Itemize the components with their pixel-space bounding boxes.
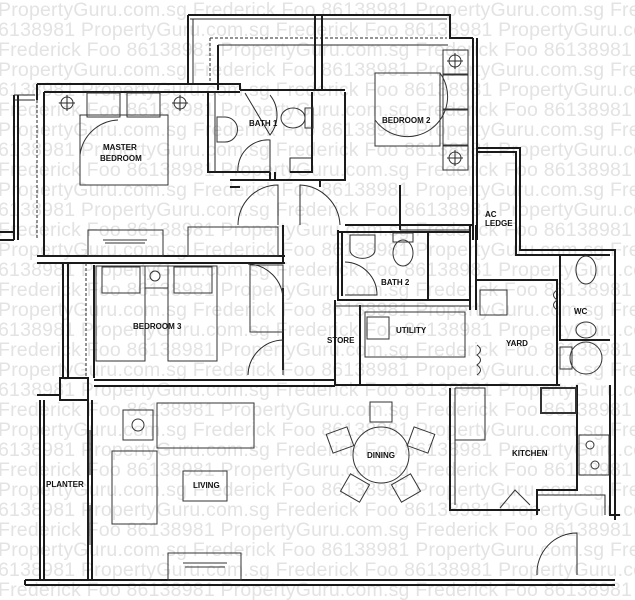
watermark-line: Frederick Foo 86138981 PropertyGuru.com.… [0,39,635,61]
walls [0,14,620,586]
watermark-line: Frederick Foo 86138981 PropertyGuru.com.… [0,579,635,600]
door-bedroom2 [299,184,341,226]
watermark-line: PropertyGuru.com.sg Frederick Foo 861389… [0,0,635,21]
door-bath1 [244,92,278,136]
watermark-line: 6138981 PropertyGuru.com.sg Frederick Fo… [0,499,635,521]
master-bed [79,114,169,186]
label-bedroom3: BEDROOM 3 [133,322,182,331]
door-bath1-inner [237,139,271,174]
label-ac-line2: LEDGE [485,219,513,228]
watermark-line: 6138981 PropertyGuru.com.sg Frederick Fo… [0,559,635,581]
label-utility: UTILITY [396,326,427,335]
watermark-line: PropertyGuru.com.sg Frederick Foo 861389… [0,479,635,501]
watermark-line: PropertyGuru.com.sg Frederick Foo 861389… [0,119,635,141]
watermark-line: Frederick Foo 86138981 PropertyGuru.com.… [0,519,635,541]
label-bedroom2: BEDROOM 2 [382,116,431,125]
label-yard: YARD [506,339,528,348]
watermark-line: Frederick Foo 86138981 PropertyGuru.com.… [0,99,635,121]
watermark-line: PropertyGuru.com.sg Frederick Foo 861389… [0,539,635,561]
watermark-line: Frederick Foo 86138981 PropertyGuru.com.… [0,279,635,301]
watermark-line: PropertyGuru.com.sg Frederick Foo 861389… [0,419,635,441]
watermark-line: PropertyGuru.com.sg Frederick Foo 861389… [0,359,635,381]
watermark-line: 6138981 PropertyGuru.com.sg Frederick Fo… [0,379,635,401]
door-yard-folding [476,344,481,376]
watermark-line: 6138981 PropertyGuru.com.sg Frederick Fo… [0,439,635,461]
door-wc-folding [553,289,558,311]
watermark-line: 6138981 PropertyGuru.com.sg Frederick Fo… [0,199,635,221]
watermark-line: 6138981 PropertyGuru.com.sg Frederick Fo… [0,19,635,41]
watermark-line: 6138981 PropertyGuru.com.sg Frederick Fo… [0,139,635,161]
watermark-line: Frederick Foo 86138981 PropertyGuru.com.… [0,399,635,421]
label-planter: PLANTER [46,480,84,489]
furniture [59,49,610,581]
label-master-line1: MASTER [103,143,137,152]
label-bath2: BATH 2 [381,278,410,287]
bedroom3-bed-1 [95,265,146,362]
label-ac-line1: AC [485,210,497,219]
watermark-line: Frederick Foo 86138981 PropertyGuru.com.… [0,159,635,181]
label-store: STORE [327,336,355,345]
label-dining: DINING [367,451,395,460]
label-living: LIVING [193,481,220,490]
door-kitchen-folding [499,489,531,509]
label-kitchen: KITCHEN [512,449,548,458]
watermark-line: 6138981 PropertyGuru.com.sg Frederick Fo… [0,319,635,341]
dining-table [352,426,410,484]
room-labels: MASTER BEDROOM BATH 1 BEDROOM 2 AC LEDGE… [46,116,588,490]
label-bath1: BATH 1 [249,119,278,128]
watermark-line: PropertyGuru.com.sg Frederick Foo 861389… [0,299,635,321]
watermark-line: PropertyGuru.com.sg Frederick Foo 861389… [0,59,635,81]
door-bath2 [344,261,378,296]
door-main [536,532,578,576]
door-bedroom3 [247,339,284,376]
door-master [237,184,279,226]
watermark-line: Frederick Foo 86138981 PropertyGuru.com.… [0,339,635,361]
doors [237,92,578,576]
bedroom2-bed [374,72,441,147]
label-wc: WC [574,307,588,316]
watermark-line: Frederick Foo 86138981 PropertyGuru.com.… [0,459,635,481]
label-master-line2: BEDROOM [100,154,142,163]
bedroom3-bed-2 [167,265,218,362]
